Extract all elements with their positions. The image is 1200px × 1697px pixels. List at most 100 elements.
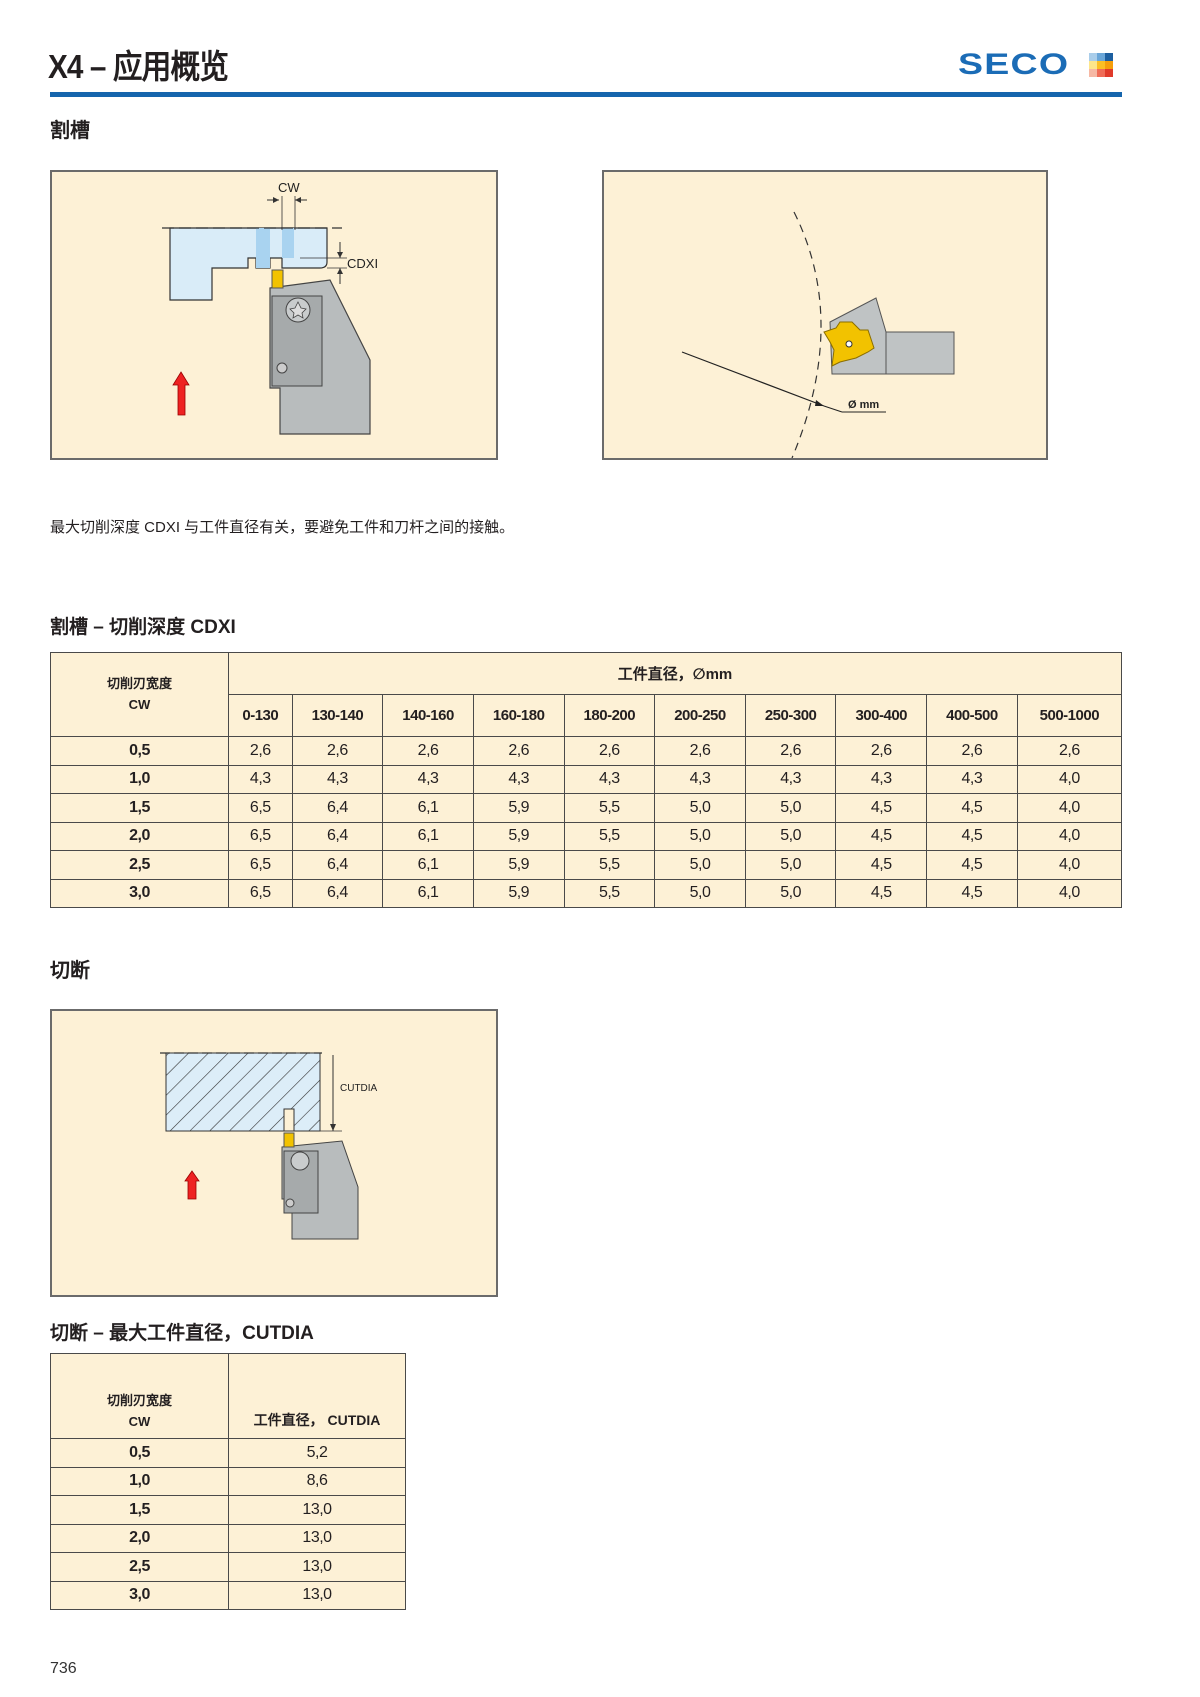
grooving-tool-illustration: CW CDXI <box>162 180 378 435</box>
cw-value: 1,0 <box>50 1466 229 1496</box>
diameter-range-header: 180-200 <box>563 694 656 737</box>
feed-arrow-icon <box>172 371 190 416</box>
cdxi-value: 5,5 <box>563 878 656 908</box>
cw-value: 2,5 <box>50 1552 229 1582</box>
cw-value: 2,0 <box>50 821 229 851</box>
cw-value: 3,0 <box>50 1580 229 1610</box>
cdxi-value: 6,5 <box>228 850 293 880</box>
diameter-range-header: 200-250 <box>654 694 746 737</box>
cdxi-value: 4,5 <box>926 878 1018 908</box>
diameter-range-header: 0-130 <box>228 694 293 737</box>
header-rule <box>50 92 1122 97</box>
cdxi-value: 5,0 <box>744 850 837 880</box>
cdxi-value: 4,5 <box>926 793 1018 823</box>
cw-value: 2,5 <box>50 850 229 880</box>
logo-swatch <box>1097 61 1106 69</box>
cdxi-value: 4,3 <box>926 764 1018 794</box>
cdxi-value: 4,0 <box>1016 793 1123 823</box>
cdxi-value: 6,1 <box>382 878 474 908</box>
logo-mark-icon <box>1089 53 1114 77</box>
cdxi-value: 4,3 <box>472 764 565 794</box>
diameter-range-header: 500-1000 <box>1016 694 1123 737</box>
logo-swatch <box>1089 53 1098 61</box>
cdxi-value: 2,6 <box>472 736 565 766</box>
feed-arrow-icon <box>184 1170 200 1200</box>
diameter-range-header: 400-500 <box>926 694 1018 737</box>
diameter-range-header: 140-160 <box>382 694 474 737</box>
cdxi-value: 5,0 <box>654 793 746 823</box>
grooving-table-title: 割槽 – 切削深度 CDXI <box>50 617 236 638</box>
cw-value: 1,0 <box>50 764 229 794</box>
cw-header-cell: 切削刃宽度 CW <box>50 1353 229 1439</box>
cdxi-value: 5,5 <box>563 850 656 880</box>
cdxi-value: 5,0 <box>744 821 837 851</box>
logo-swatch <box>1089 69 1098 77</box>
partoff-tool-illustration: CUTDIA <box>160 1052 378 1240</box>
cw-value: 1,5 <box>50 793 229 823</box>
section-title-grooving: 割槽 <box>50 120 90 142</box>
cdxi-value: 2,6 <box>654 736 746 766</box>
cdxi-value: 6,1 <box>382 850 474 880</box>
cw-value: 2,0 <box>50 1523 229 1553</box>
diameter-group-header: 工件直径，∅mm <box>228 652 1122 695</box>
cutdia-value: 13,0 <box>228 1495 406 1525</box>
partoff-table-title: 切断 – 最大工件直径，CUTDIA <box>50 1323 314 1344</box>
cw-header-cn: 切削刃宽度 <box>106 1394 172 1409</box>
cdxi-value: 5,0 <box>744 793 837 823</box>
cdxi-value: 6,1 <box>382 793 474 823</box>
cdxi-value: 5,5 <box>563 821 656 851</box>
diameter-diagram: Ø mm <box>602 170 1048 460</box>
cdxi-value: 4,0 <box>1016 850 1123 880</box>
cdxi-value: 5,5 <box>563 793 656 823</box>
cdxi-value: 4,3 <box>228 764 293 794</box>
cw-value: 0,5 <box>50 736 229 766</box>
cdxi-value: 2,6 <box>1016 736 1123 766</box>
cdxi-value: 2,6 <box>744 736 837 766</box>
cdxi-value: 5,0 <box>654 850 746 880</box>
cw-label: CW <box>278 180 300 195</box>
cdxi-value: 4,5 <box>835 793 928 823</box>
cdxi-value: 6,4 <box>291 878 384 908</box>
cdxi-value: 6,5 <box>228 878 293 908</box>
cdxi-value: 4,3 <box>654 764 746 794</box>
cdxi-value: 2,6 <box>563 736 656 766</box>
diameter-range-header: 300-400 <box>835 694 928 737</box>
cdxi-value: 5,9 <box>472 878 565 908</box>
cdxi-value: 5,0 <box>654 878 746 908</box>
cdxi-value: 6,4 <box>291 793 384 823</box>
cdxi-value: 2,6 <box>291 736 384 766</box>
cdxi-value: 4,3 <box>835 764 928 794</box>
cdxi-value: 6,4 <box>291 821 384 851</box>
cw-header-en: CW <box>128 1414 151 1429</box>
page-title: X4 – 应用概览 <box>48 48 229 85</box>
cw-value: 1,5 <box>50 1495 229 1525</box>
cdxi-value: 4,5 <box>926 821 1018 851</box>
cutdia-header: 工件直径， CUTDIA <box>228 1353 406 1439</box>
partoff-diagram: CUTDIA <box>50 1009 498 1297</box>
seco-logo: SECO <box>958 48 1114 82</box>
cw-value: 3,0 <box>50 878 229 908</box>
cdxi-value: 4,5 <box>835 850 928 880</box>
cw-header-cn: 切削刃宽度 <box>106 677 172 692</box>
cutdia-value: 13,0 <box>228 1552 406 1582</box>
cutdia-value: 8,6 <box>228 1466 406 1496</box>
diameter-illustration: Ø mm <box>681 211 955 459</box>
cdxi-value: 5,9 <box>472 793 565 823</box>
cdxi-value: 5,0 <box>744 878 837 908</box>
cw-header-en: CW <box>128 697 151 712</box>
logo-swatch <box>1089 61 1098 69</box>
